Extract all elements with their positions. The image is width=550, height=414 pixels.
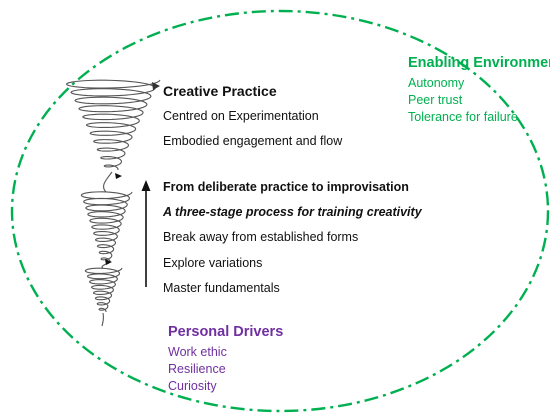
personal-drivers-item-curiosity: Curiosity	[168, 379, 217, 393]
spiral-link	[103, 171, 113, 193]
process-stage-break-away: Break away from established forms	[163, 230, 359, 244]
spiral-marker	[115, 173, 122, 179]
creative-practice-item-experimentation: Centred on Experimentation	[163, 109, 319, 123]
spiral-marker	[105, 259, 112, 265]
enabling-environment-title: Enabling Environment	[408, 55, 550, 71]
creative-practice-title: Creative Practice	[163, 83, 277, 99]
spiral-coil	[84, 267, 123, 313]
enabling-environment-item-peer-trust: Peer trust	[408, 93, 463, 107]
personal-drivers-item-resilience: Resilience	[168, 362, 226, 376]
spiral-vortex-icon	[65, 79, 161, 327]
spiral-coil	[65, 79, 161, 171]
creative-practice-item-flow: Embodied engagement and flow	[163, 134, 343, 148]
process-stage-master: Master fundamentals	[163, 281, 280, 295]
enabling-environment-item-tolerance: Tolerance for failure	[408, 110, 518, 124]
upward-arrow-icon	[141, 180, 151, 287]
process-subtitle: A three-stage process for training creat…	[163, 205, 422, 219]
personal-drivers-item-work-ethic: Work ethic	[168, 345, 227, 359]
enabling-environment-circle	[10, 9, 550, 413]
personal-drivers-title: Personal Drivers	[168, 324, 284, 340]
spiral-link	[101, 263, 107, 269]
process-title: From deliberate practice to improvisatio…	[163, 180, 409, 194]
spiral-coil	[80, 191, 133, 262]
spiral-link	[101, 312, 104, 327]
enabling-environment-item-autonomy: Autonomy	[408, 76, 465, 90]
spiral-arrowhead	[152, 82, 160, 90]
process-stage-explore: Explore variations	[163, 256, 263, 270]
